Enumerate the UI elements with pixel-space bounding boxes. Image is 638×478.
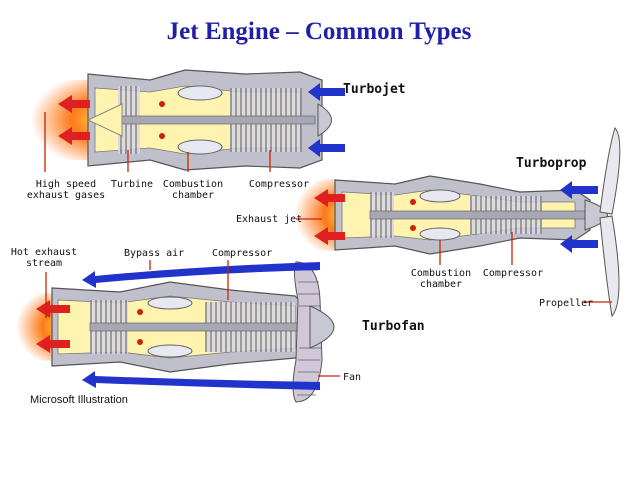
turboprop-shaft: [369, 210, 586, 220]
turboprop-exhaust-arrows: [314, 189, 345, 245]
turbojet-exhaust-cone: [86, 103, 123, 137]
turbojet-title: Turbojet: [343, 82, 406, 97]
turbojet-label-exhaust-1: High speed: [36, 179, 96, 190]
turboprop-leader-lines: [296, 218, 612, 303]
turbofan-shaft: [89, 322, 311, 332]
turboprop-propeller-top: [599, 127, 621, 215]
turbojet-label-turbine: Turbine: [111, 179, 153, 190]
turbofan-spinner: [309, 305, 335, 349]
turbojet-leader-lines: [44, 112, 271, 172]
turbojet-label-combustion-1: Combustion: [163, 179, 223, 190]
turbojet-combustor-top: [177, 85, 223, 101]
turboprop-intake-arrows: [560, 181, 598, 253]
turbofan-engine: [8, 260, 340, 403]
turbofan-bypass-arrows: [82, 262, 320, 390]
turbojet-intake-arrows: [308, 83, 345, 157]
turbofan-label-compressor: Compressor: [212, 248, 272, 259]
turboprop-title: Turboprop: [516, 156, 587, 171]
turbofan-fan-blades: [292, 261, 323, 403]
turboprop-label-exhaust-jet: Exhaust jet: [236, 214, 302, 225]
turbofan-label-hot-exhaust-1: Hot exhaust: [11, 247, 77, 258]
turbojet-engine: [18, 69, 345, 172]
turboprop-propeller-bottom: [599, 215, 620, 318]
turboprop-label-combustion-2: chamber: [420, 279, 462, 290]
turbojet-label-combustion-2: chamber: [172, 190, 214, 201]
turboprop-label-combustion-1: Combustion: [411, 268, 471, 279]
turbofan-title: Turbofan: [362, 319, 425, 334]
turbojet-nose-cone: [317, 103, 332, 137]
turbofan-exhaust-arrows: [36, 300, 70, 353]
turboprop-engine: [285, 127, 621, 318]
turboprop-label-propeller: Propeller: [539, 298, 593, 309]
turbojet-label-compressor: Compressor: [249, 179, 309, 190]
turboprop-label-compressor: Compressor: [483, 268, 543, 279]
turbofan-label-hot-exhaust-2: stream: [26, 258, 62, 269]
page-title: Jet Engine – Common Types: [166, 18, 472, 45]
turbofan-leader-lines: [45, 260, 340, 377]
turbojet-exhaust-arrows: [58, 95, 90, 145]
turbojet-combustor-bottom: [177, 139, 223, 155]
turbojet-shaft: [119, 115, 316, 125]
turbojet-label-exhaust-2: exhaust gases: [27, 190, 105, 201]
credit-text: Microsoft Illustration: [30, 394, 128, 406]
turbofan-label-fan: Fan: [343, 372, 361, 383]
turbofan-label-bypass-air: Bypass air: [124, 248, 184, 259]
